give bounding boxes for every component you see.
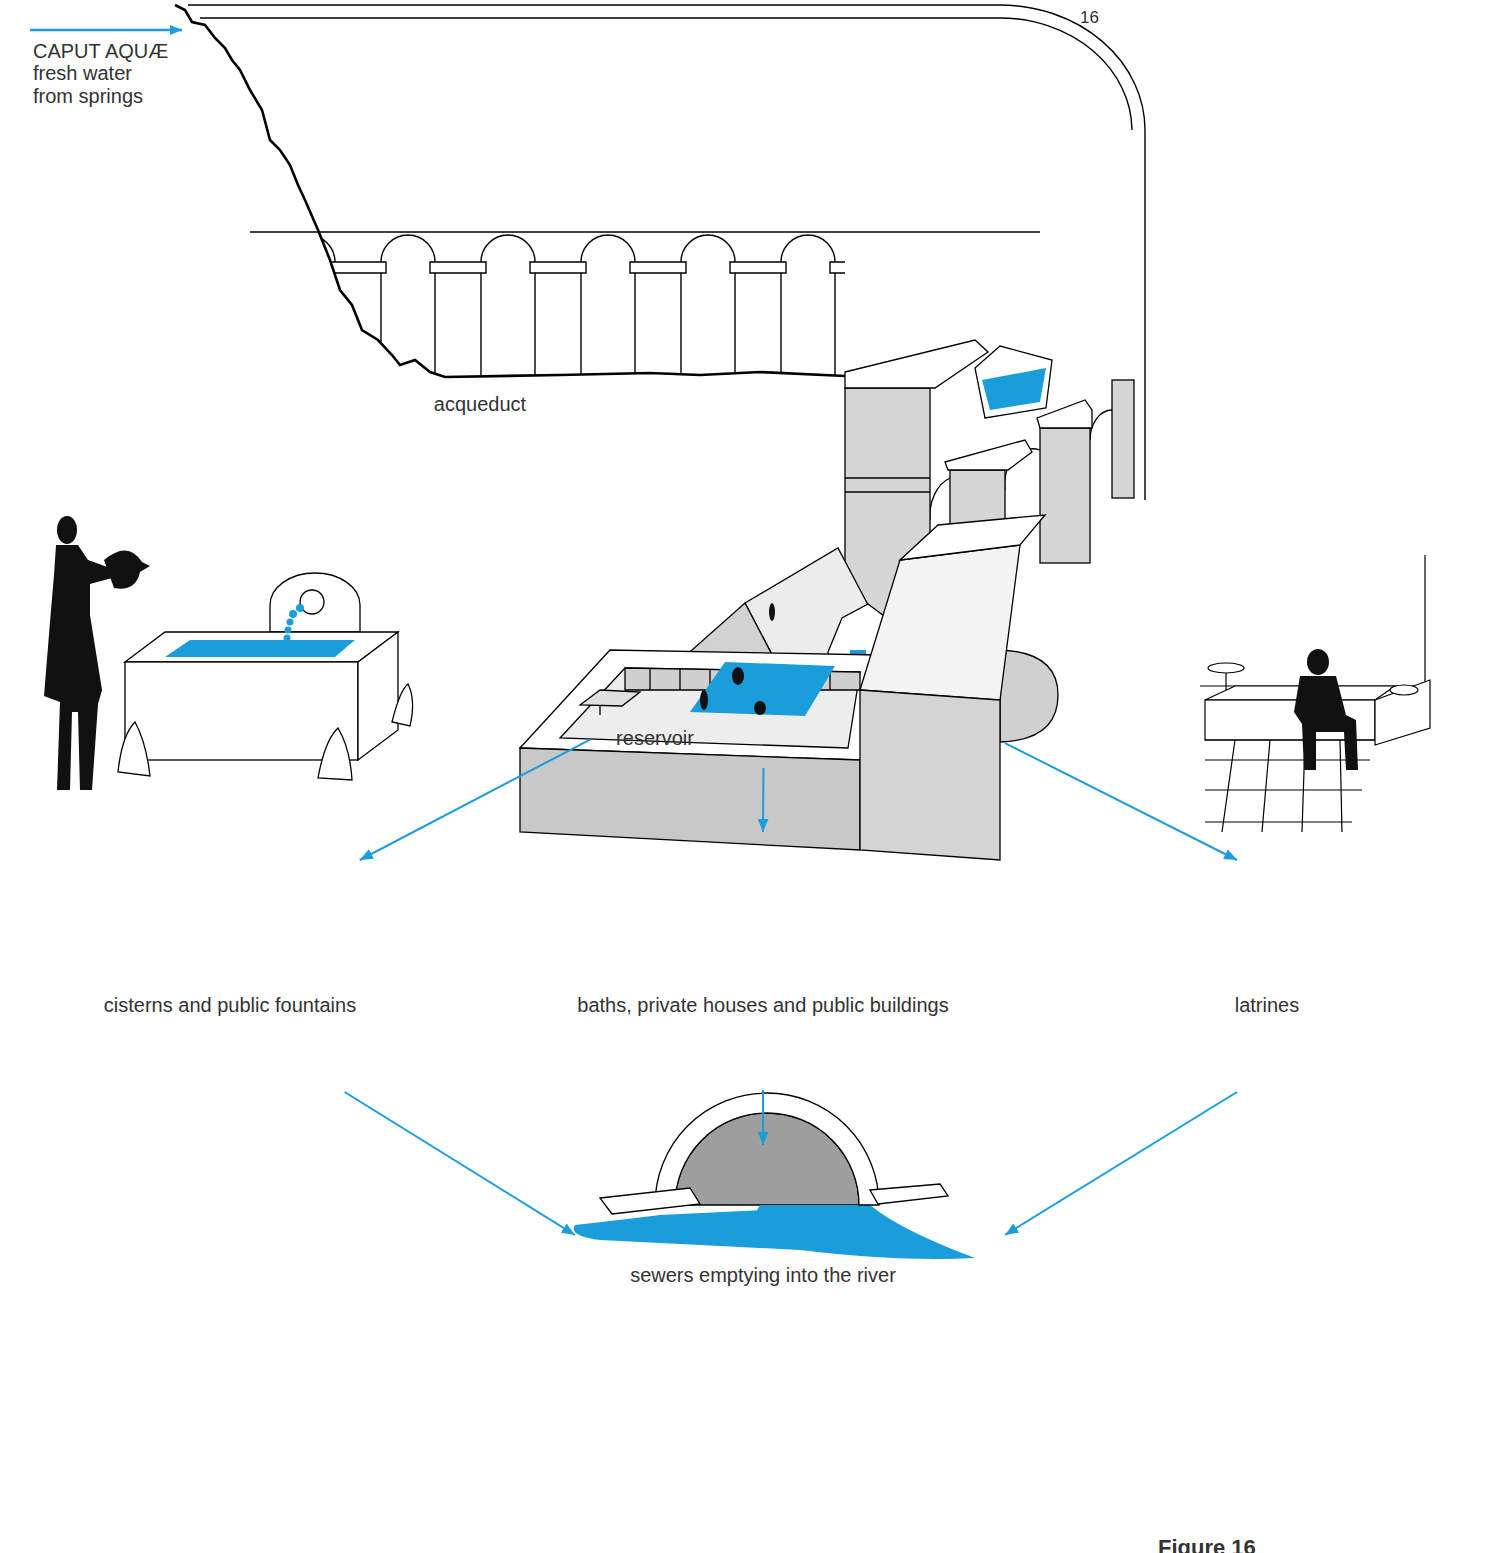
roof bbox=[860, 545, 1020, 700]
node-label: sewers emptying into the river bbox=[583, 1263, 943, 1287]
front-wall bbox=[520, 748, 860, 850]
side-wall bbox=[860, 690, 1000, 860]
basin-stem bbox=[1225, 673, 1226, 690]
head bbox=[57, 516, 77, 544]
figure-number: Figure 16 bbox=[1158, 1536, 1256, 1553]
arch bbox=[281, 235, 1035, 262]
river-water bbox=[574, 1205, 975, 1259]
water-drop bbox=[287, 619, 294, 626]
body bbox=[1294, 676, 1358, 770]
pier-band bbox=[845, 491, 930, 492]
basin-foot bbox=[118, 722, 150, 776]
basin-foot bbox=[318, 728, 352, 780]
fountain-back bbox=[270, 573, 360, 632]
page-number: 16 bbox=[1080, 6, 1099, 29]
sewer-node: sewers emptying into the river bbox=[565, 1145, 1010, 1290]
latrine-drawing bbox=[1200, 555, 1430, 832]
aqueduct-top bbox=[200, 18, 1132, 130]
flow-arrow bbox=[345, 1092, 575, 1235]
flow-arrow bbox=[762, 768, 765, 832]
lion-head bbox=[300, 590, 324, 614]
node-label: baths, private houses and public buildin… bbox=[533, 993, 993, 1017]
bather bbox=[769, 603, 775, 621]
basin-side bbox=[358, 632, 398, 760]
apse bbox=[1000, 650, 1058, 742]
pier bbox=[1112, 380, 1134, 498]
flow-arrow bbox=[762, 1090, 764, 1145]
pool bbox=[690, 662, 835, 716]
pier-band bbox=[845, 477, 930, 478]
node-label: reservoir bbox=[590, 726, 720, 750]
water-drop bbox=[296, 604, 304, 612]
body bbox=[44, 545, 112, 790]
basin-front bbox=[125, 662, 358, 760]
wall-top bbox=[520, 650, 880, 760]
ledge bbox=[870, 1184, 948, 1204]
source-title: CAPUT AQUÆ bbox=[33, 40, 168, 63]
node-label: latrines bbox=[1197, 993, 1337, 1017]
seat-hole bbox=[1390, 685, 1418, 695]
ledge bbox=[600, 1188, 700, 1214]
arch bbox=[930, 478, 950, 520]
water-drop bbox=[283, 643, 290, 650]
aqueduct-deck bbox=[250, 231, 1040, 232]
bather bbox=[732, 667, 744, 685]
roof bbox=[580, 690, 640, 706]
capital bbox=[330, 262, 986, 273]
conduit-cap bbox=[845, 340, 988, 388]
conduit-cutaway bbox=[975, 346, 1052, 418]
aqueduct-node: acqueduct bbox=[175, 170, 1145, 430]
reservoir-node: reservoir bbox=[585, 590, 1010, 768]
water-drop bbox=[285, 627, 292, 634]
ground-line bbox=[175, 5, 845, 377]
pier bbox=[281, 262, 835, 420]
inflow-arrow bbox=[30, 29, 182, 32]
man-silhouette bbox=[1294, 649, 1358, 770]
node-label: acqueduct bbox=[400, 392, 560, 416]
basin-rim bbox=[125, 632, 398, 662]
woman-silhouette bbox=[44, 516, 150, 790]
aqueduct-drawing bbox=[175, 5, 1145, 500]
basin-foot bbox=[392, 684, 413, 726]
water-drop bbox=[289, 610, 297, 618]
capital bbox=[945, 440, 1032, 470]
water-drop bbox=[284, 635, 291, 642]
aqueduct-top bbox=[188, 5, 1145, 500]
water-jet bbox=[283, 604, 305, 650]
conduit-water bbox=[982, 368, 1046, 410]
node-label: cisterns and public fountains bbox=[60, 993, 400, 1017]
wall-corner bbox=[1424, 555, 1425, 700]
arch bbox=[1090, 410, 1112, 440]
bench-end bbox=[1375, 680, 1430, 745]
baths-node: baths, private houses and public buildin… bbox=[515, 832, 1060, 1090]
head bbox=[1307, 649, 1329, 675]
flow-arrow bbox=[360, 740, 590, 860]
sewer-water bbox=[745, 1205, 872, 1232]
jug bbox=[104, 550, 150, 588]
baths-drawing bbox=[520, 515, 1058, 860]
basin-water bbox=[165, 640, 355, 657]
source-note: fresh water from springs bbox=[33, 62, 158, 108]
bathers bbox=[700, 603, 775, 715]
latrine-node: latrines bbox=[1170, 860, 1370, 1092]
flow-arrow bbox=[1005, 1092, 1237, 1235]
fountain-drawing bbox=[118, 573, 413, 780]
basin bbox=[1208, 663, 1244, 673]
pier bbox=[1040, 428, 1090, 563]
roof bbox=[900, 515, 1045, 560]
bather bbox=[754, 701, 766, 715]
flow-arrow bbox=[1005, 743, 1237, 860]
bather bbox=[700, 690, 708, 710]
sewer-drawing bbox=[574, 1093, 975, 1259]
fountain-node: cisterns and public fountains bbox=[30, 860, 410, 1092]
